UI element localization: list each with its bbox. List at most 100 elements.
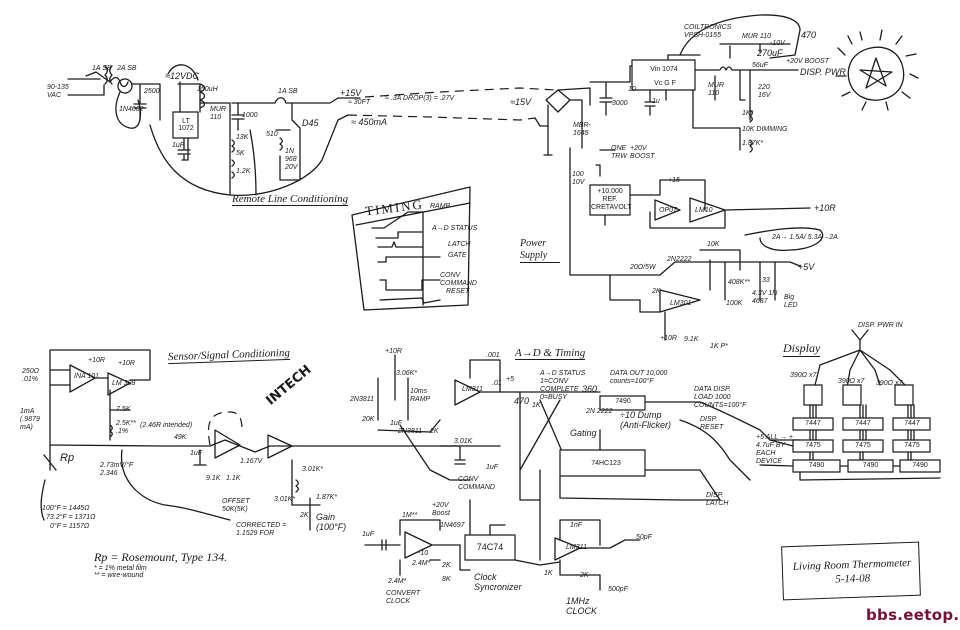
- label-fuse3: 1A SB: [278, 88, 298, 95]
- label-30ft: ≈ 30FT: [348, 99, 371, 106]
- label-opamp-op07: OP07: [659, 207, 677, 214]
- chip-7447-3: 7447: [904, 420, 920, 427]
- label-r-1m: 1M**: [402, 512, 418, 519]
- power-supply-wiring: [534, 14, 824, 341]
- legend-double-star: ** = wire-wound: [94, 572, 144, 579]
- label-450ma: ≈ 450mA: [351, 117, 387, 127]
- label-pot-dimming: 10K DIMMING: [742, 126, 788, 133]
- label-r-20k: 20K: [362, 416, 375, 423]
- timing-signal-status: A→D STATUS: [432, 225, 478, 232]
- label-r-510: 510: [266, 131, 278, 138]
- label-clock-diode: 1N4697: [440, 522, 465, 529]
- label-adc-r-2k: 2K: [430, 428, 439, 435]
- chip-74hc123: 74HC123: [591, 460, 621, 467]
- label-clock-r-2k2: 2K: [580, 572, 589, 579]
- label-r-408k: 408K**: [728, 279, 750, 286]
- label-cap-10: 10: [628, 86, 636, 93]
- label-slope: 2.73mV/°F 2.346: [100, 462, 134, 477]
- document-date: 5-14-08: [835, 572, 871, 586]
- label-cap-1uf: 1uF: [172, 142, 185, 149]
- timing-signal-gate: GATE: [448, 252, 467, 259]
- label-fuse1: 1A SB: [92, 65, 112, 72]
- label-r-1-1k: 1.1K: [226, 475, 241, 482]
- chip-lt1072: LT 1072: [178, 118, 194, 132]
- label-plus10r: +10R: [660, 335, 677, 342]
- label-cap-470: 470: [801, 30, 817, 40]
- label-cap-56uf: 56uF: [752, 62, 768, 69]
- label-opamp-lm10: LM10: [695, 207, 713, 214]
- label-r-20a: 20Ω/5W: [630, 264, 656, 271]
- chip-7475-3: 7475: [904, 442, 920, 449]
- label-out-10r: +10R: [814, 203, 836, 213]
- label-adc-10r: +10R: [385, 348, 402, 355]
- section-title-adc-timing: A→D & Timing: [515, 347, 586, 360]
- label-opamp-lm301: LM301: [670, 300, 692, 307]
- label-12vdc: ≈12VDC: [165, 71, 199, 81]
- label-1mhz-clock: 1MHz CLOCK: [566, 596, 598, 616]
- timing-signal-reset: RESET: [446, 288, 470, 295]
- label-table-73f: 73.2°F = 1371Ω: [46, 514, 96, 521]
- label-remote-15v: ≈15V: [510, 97, 531, 107]
- document-title: Living Room Thermometer: [792, 556, 912, 574]
- label-mur110-lower: MUR 110: [708, 82, 724, 97]
- chip-7475-1: 7475: [805, 442, 821, 449]
- label-clock-r-1k: 1K: [544, 570, 553, 577]
- label-cap-1nf: 1nF: [570, 522, 583, 529]
- label-intended: (2.46R intended): [140, 422, 193, 429]
- label-disp-pwr: DISP. PWR: [800, 67, 846, 77]
- label-v15: +15: [668, 177, 680, 184]
- label-minus10v: -10V: [770, 40, 785, 47]
- label-r-1-87k: 1.87K*: [742, 140, 764, 147]
- label-r-9-1k: 9.1K: [684, 336, 699, 343]
- label-r-9-1k-sensor: 9.1K: [206, 475, 221, 482]
- label-r-2-5k: 2.5K** .1%: [116, 420, 136, 435]
- label-display-note: +5 ALL → + 4.7uF BY EACH DEVICE: [756, 434, 793, 465]
- label-cap-270uf: 270uF: [757, 48, 783, 58]
- label-disp-reset: DISP. RESET: [700, 416, 724, 431]
- label-gain-r3: 1.87K*: [316, 494, 338, 501]
- label-ramp: 10ms RAMP: [410, 388, 431, 403]
- label-lm308: LM 308: [112, 380, 136, 387]
- label-adc-r-3-01k: 3.01K: [454, 438, 473, 445]
- label-r-2k: 2K: [652, 288, 661, 295]
- label-adc-v5: +5: [506, 376, 514, 383]
- label-inductor: 150uH: [197, 86, 218, 93]
- clock-wiring: [364, 469, 641, 591]
- label-offset: OFFSET 50K(5K): [222, 498, 250, 513]
- label-adc-cap-1uf: 1uF: [486, 464, 499, 471]
- label-r-360: 360: [582, 384, 598, 394]
- label-cap-1000: 1000: [242, 112, 258, 119]
- label-r-2-4m-b: 2.4M*: [388, 578, 407, 585]
- label-adc-status: A→D STATUS 1=CONV COMPLETE 0=BUSY: [540, 370, 586, 401]
- remote-line-wiring: [67, 64, 339, 196]
- label-r-10k: 10K: [707, 241, 720, 248]
- label-adc-cap-1: 1uF: [390, 420, 403, 427]
- chip-7490-adc: 7490: [615, 398, 631, 405]
- label-clock-lm311: LM311: [566, 544, 587, 551]
- label-display-res-3: 390Ω x7: [876, 380, 903, 387]
- timing-signal-latch: LATCH: [448, 241, 471, 248]
- label-one-trw: ONE TRW: [611, 145, 627, 160]
- label-20v-boost: +20V BOOST: [786, 58, 829, 65]
- label-lm311: LM311: [462, 386, 483, 393]
- remote-link: [337, 87, 556, 121]
- label-mur110-top: MUR 110: [742, 33, 772, 40]
- label-cap-1u: 1u: [652, 98, 660, 105]
- label-cap-500pf: 500pF: [608, 586, 628, 593]
- chip-7447-2: 7447: [855, 420, 871, 427]
- label-r-3-06k: 3.06K*: [396, 370, 418, 377]
- label-gain-r1: 3.01K*: [302, 466, 324, 473]
- label-display-res-2: 390Ω x7: [838, 378, 865, 385]
- label-clock-boost: +20V Boost: [432, 502, 450, 517]
- label-ina101: INA 101: [74, 373, 100, 380]
- label-gain-pot: 2K: [300, 512, 309, 519]
- label-plus15v: +15V: [340, 88, 362, 98]
- chip-7490-2: 7490: [862, 462, 879, 469]
- label-cap-50pf: 50pF: [636, 534, 652, 541]
- chip-7475-2: 7475: [855, 442, 871, 449]
- section-title-display: Display: [783, 341, 821, 357]
- chip-reference: +10.000 REF. CRETAVOLT: [591, 188, 632, 211]
- label-d45: D45: [302, 118, 319, 128]
- label-input-voltage: 90-135 VAC: [47, 84, 69, 99]
